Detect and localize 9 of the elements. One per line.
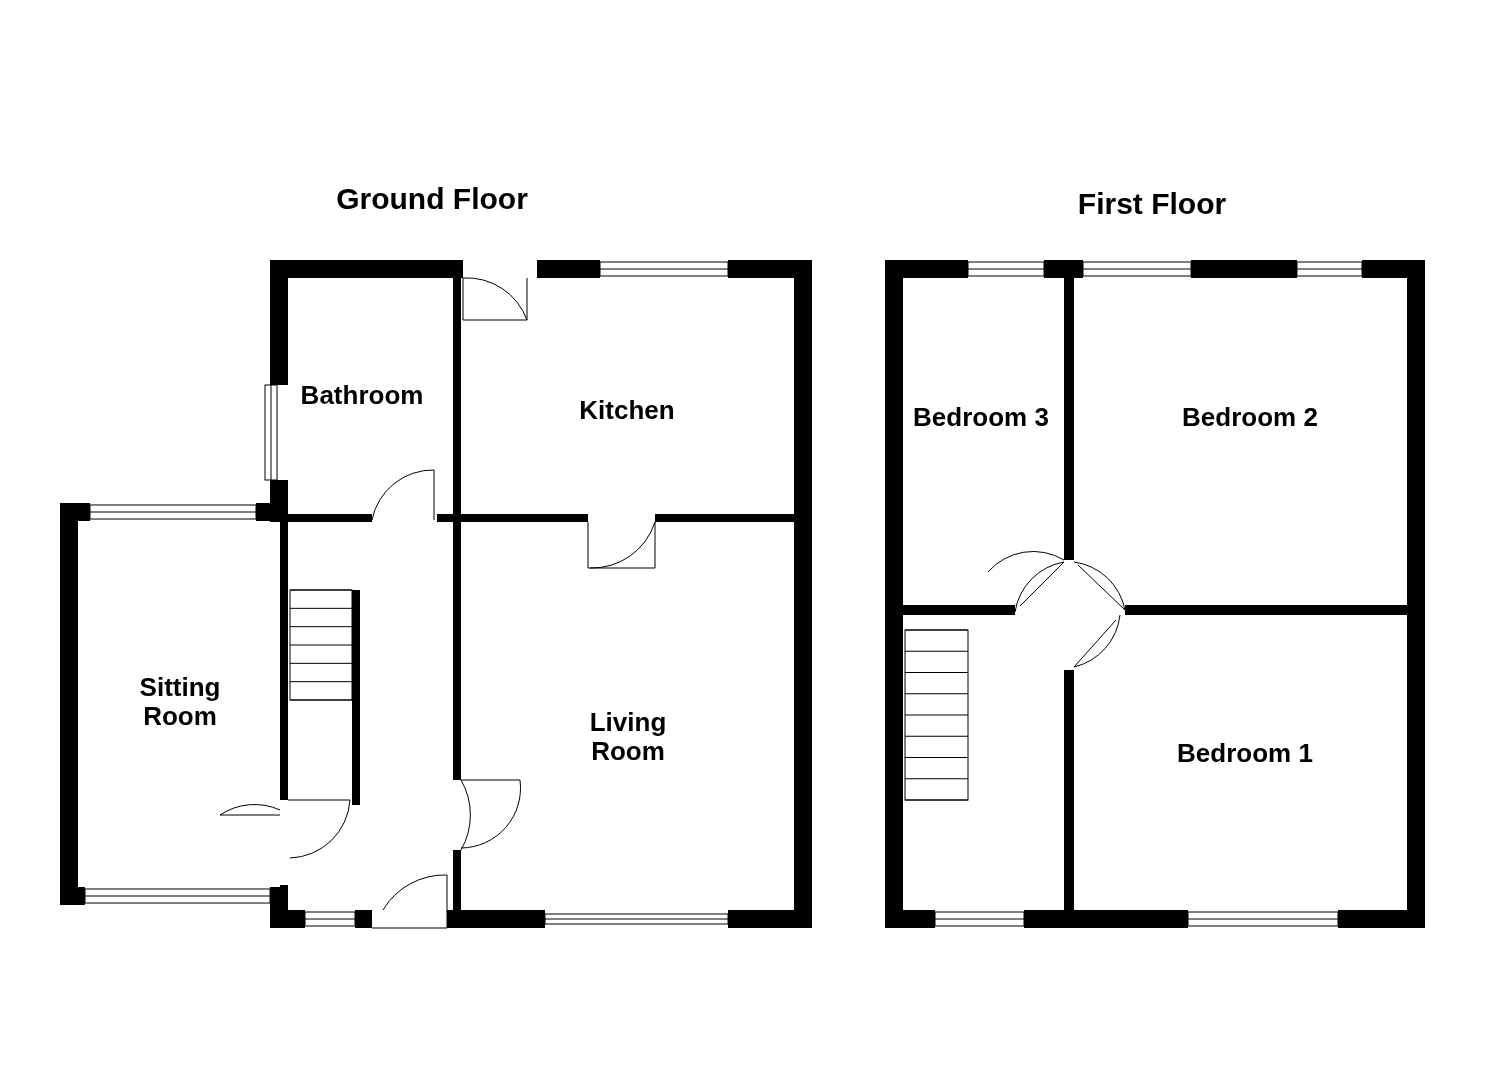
room-label: Bathroom bbox=[300, 380, 424, 410]
room-label: Bedroom 1 bbox=[1177, 738, 1313, 768]
room-label: Sitting Room bbox=[138, 673, 222, 731]
room-label: Bedroom 2 bbox=[1182, 402, 1318, 432]
room-label: Kitchen bbox=[579, 395, 675, 425]
floor-title: Ground Floor bbox=[336, 182, 528, 216]
floor-title: First Floor bbox=[1077, 187, 1227, 221]
room-label: Living Room bbox=[588, 708, 668, 766]
room-label: Bedroom 3 bbox=[913, 402, 1049, 432]
